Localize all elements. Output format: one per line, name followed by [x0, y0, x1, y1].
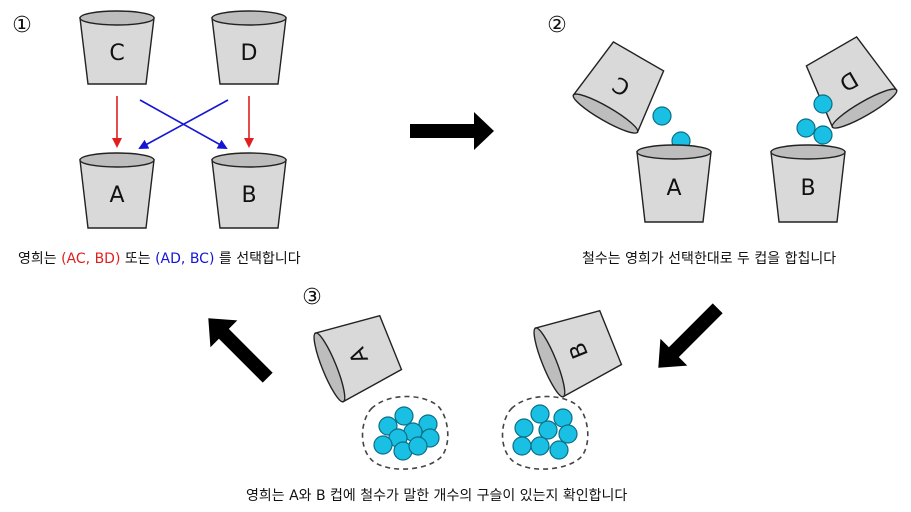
cup-a-pouring: A	[313, 314, 403, 403]
cup-c-step1: C	[79, 10, 155, 85]
cup-label: B	[800, 176, 815, 201]
cup-label: D	[241, 41, 258, 66]
choice-blue: (AD, BC)	[155, 251, 214, 267]
cup-a-step2: A	[636, 144, 712, 223]
marbles-b	[512, 404, 578, 460]
cup-d-step1: D	[211, 10, 287, 85]
cup-label: B	[241, 183, 256, 208]
cup-d-pouring: D	[805, 36, 898, 129]
cup-label: A	[109, 183, 124, 208]
step3-number: ③	[302, 285, 322, 310]
cup-b-step2: B	[770, 144, 846, 223]
up-left-arrow-icon	[208, 318, 273, 383]
arrow-d-to-a	[138, 99, 229, 149]
down-left-arrow-icon	[658, 303, 723, 368]
choice-red: (AC, BD)	[61, 251, 120, 267]
cup-a-step1: A	[79, 152, 155, 229]
marbles-a	[373, 406, 440, 461]
marble-group-b	[501, 395, 589, 470]
cup-label: C	[109, 41, 124, 66]
step2-caption: 철수는 영희가 선택한대로 두 컵을 합칩니다	[582, 251, 836, 267]
step3-caption: 영희는 A와 B 컵에 철수가 말한 개수의 구슬이 있는지 확인합니다	[246, 488, 627, 504]
cup-label: A	[666, 176, 681, 201]
marble-group-a	[361, 395, 449, 470]
falling-balls-left	[652, 106, 691, 151]
step1-caption: 영희는 (AC, BD) 또는 (AD, BC) 를 선택합니다	[18, 251, 301, 267]
right-arrow-icon	[410, 112, 494, 150]
cup-b-step1: B	[211, 152, 287, 229]
cup-c-pouring: C	[572, 41, 665, 134]
falling-balls-right	[796, 94, 833, 145]
step1-number: ①	[12, 13, 32, 38]
cup-b-pouring: B	[533, 309, 623, 398]
step2-number: ②	[547, 13, 567, 38]
